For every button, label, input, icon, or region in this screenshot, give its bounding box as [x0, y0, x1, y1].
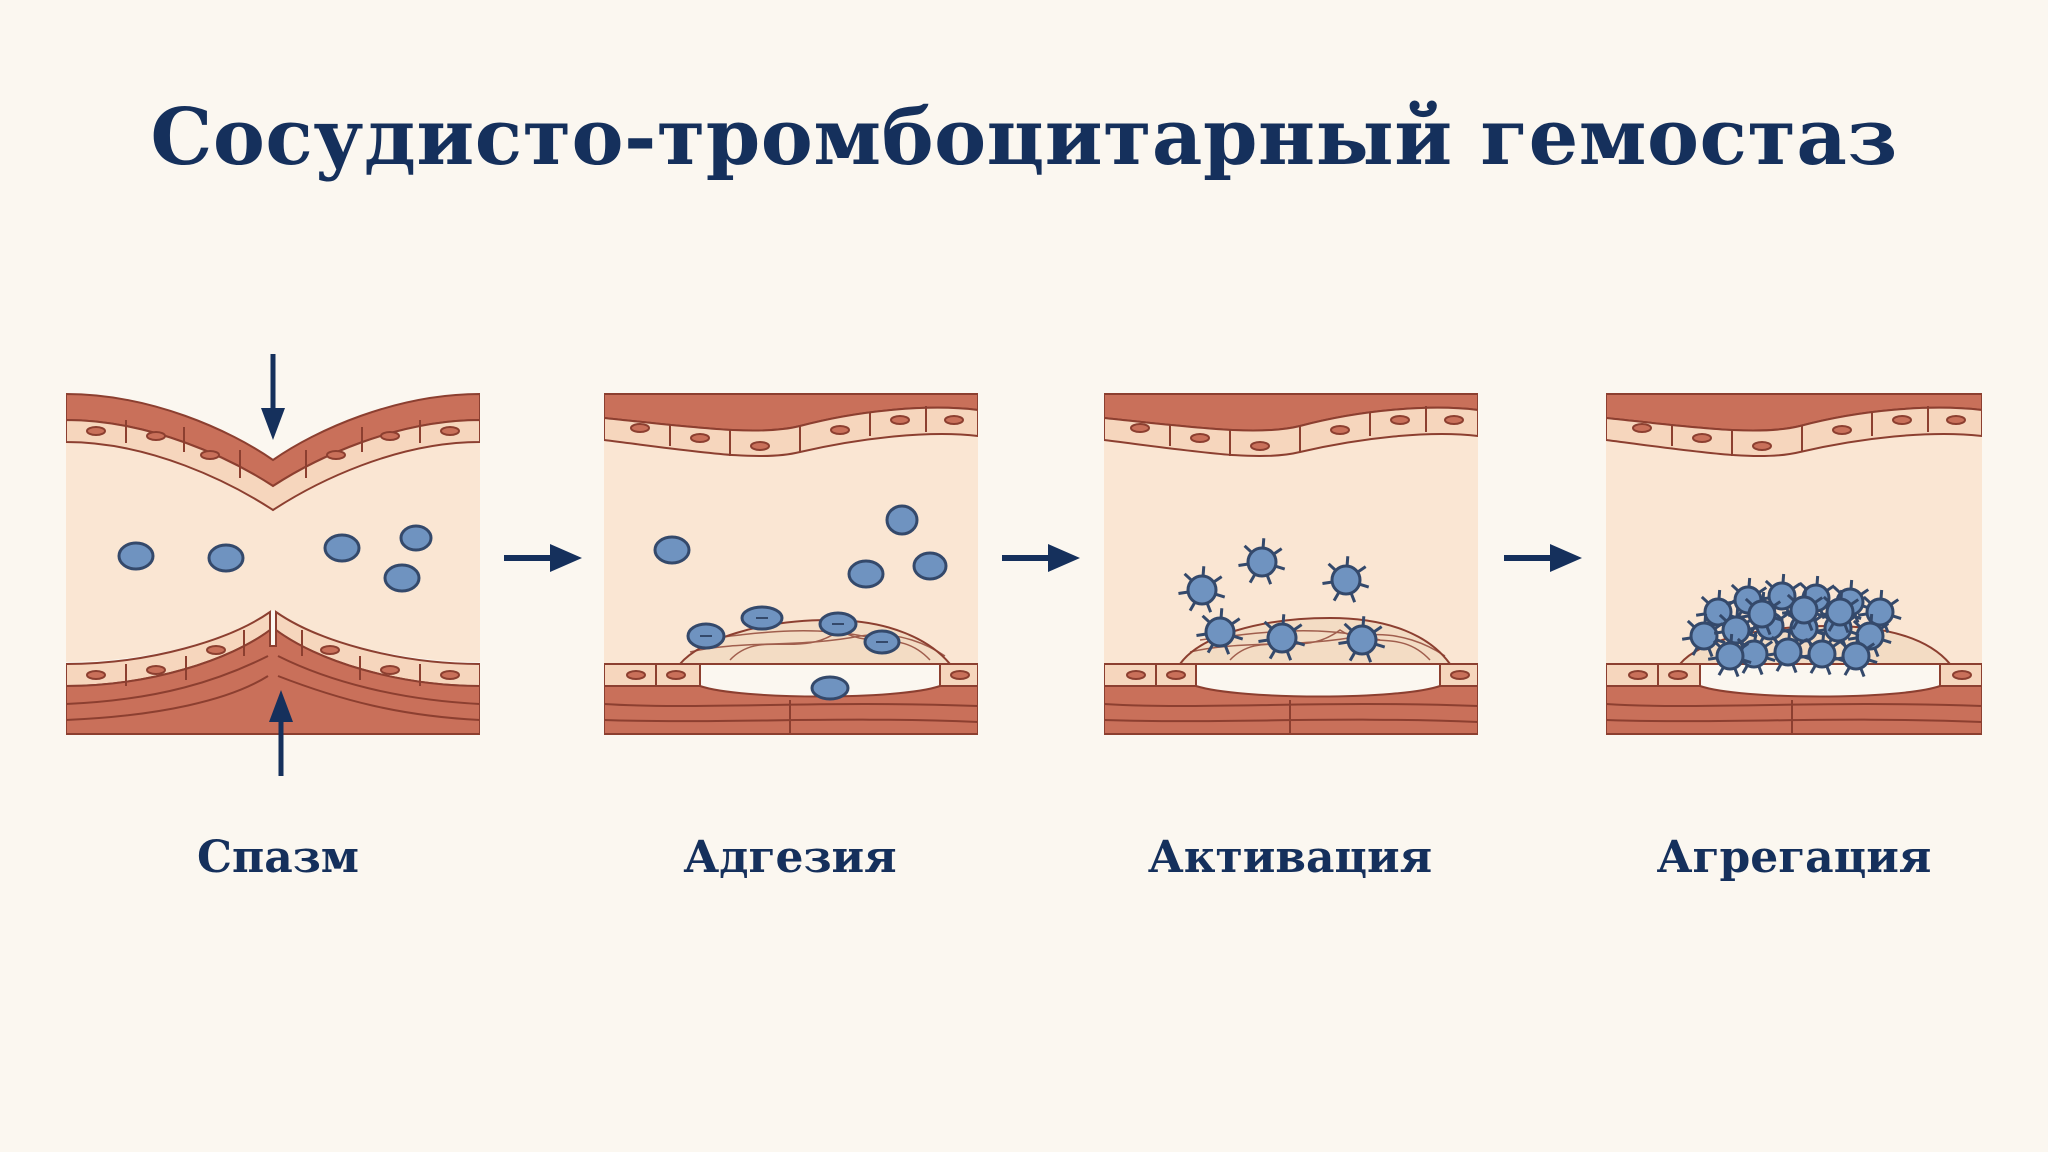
panel-aggregation	[1606, 393, 1982, 735]
adhered-platelets	[686, 605, 901, 701]
vessel-wall-bottom	[1606, 685, 1982, 735]
activated-platelet	[1759, 573, 1804, 618]
endothelium-bottom	[1104, 663, 1478, 687]
platelet-aggregate	[1681, 573, 1902, 678]
lumen	[66, 430, 480, 662]
flow-arrow-1	[504, 544, 582, 572]
stage-label-aggregation: Агрегация	[1656, 832, 1932, 883]
page-title: Сосудисто-тромбоцитарный гемостаз	[150, 92, 1898, 183]
endothelium-top	[66, 418, 480, 512]
activated-platelet	[1799, 631, 1844, 676]
stage-label-spasm: Спазм	[196, 832, 360, 883]
activated-platelet	[1238, 538, 1286, 585]
platelets	[653, 504, 948, 589]
flow-arrow-3	[1504, 544, 1582, 572]
compression-arrow-bottom	[269, 690, 293, 776]
activated-platelets	[1178, 538, 1386, 663]
activated-platelet	[1833, 633, 1878, 678]
activated-platelet	[1765, 629, 1810, 674]
activated-platelet	[1781, 587, 1826, 632]
stage-label-activation: Активация	[1147, 832, 1433, 883]
activated-platelet	[1707, 633, 1752, 678]
endothelium-top	[1104, 406, 1478, 458]
panel-spasm	[66, 354, 480, 776]
panel-activation	[1104, 393, 1478, 735]
stage-label-adhesion: Адгезия	[683, 832, 897, 883]
activated-platelet	[1196, 608, 1244, 655]
endothelium-top	[604, 406, 978, 458]
activated-platelet	[1322, 556, 1370, 603]
endothelium-bottom	[604, 663, 978, 687]
activated-platelet	[1258, 614, 1306, 661]
flow-arrow-2	[1002, 544, 1080, 572]
endothelium-top	[1606, 406, 1982, 458]
vessel-wall-bottom	[66, 628, 480, 735]
lumen	[604, 433, 978, 664]
activated-platelet	[1338, 616, 1386, 663]
activated-platelet	[1857, 589, 1902, 634]
activated-platelet	[1178, 566, 1226, 613]
activated-platelet	[1739, 591, 1784, 636]
lumen	[1104, 433, 1478, 664]
activated-platelet	[1817, 589, 1862, 634]
activated-platelet	[1681, 613, 1726, 658]
compression-arrow-top	[261, 354, 285, 440]
activated-platelet	[1847, 613, 1892, 658]
panel-adhesion	[604, 393, 978, 735]
platelets	[117, 524, 433, 593]
